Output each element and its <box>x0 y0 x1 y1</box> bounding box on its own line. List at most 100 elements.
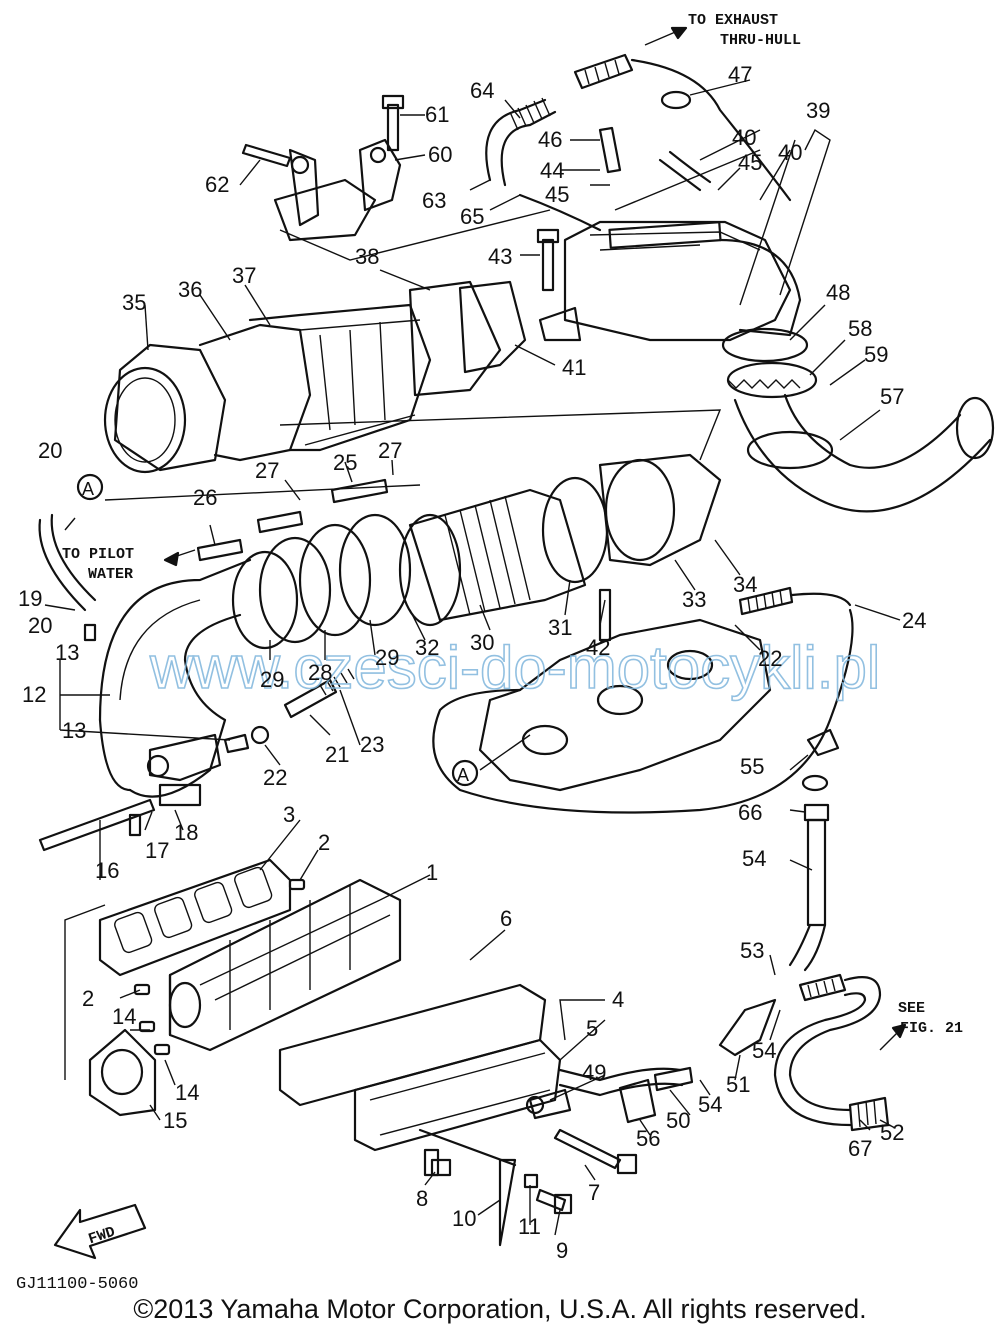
callout-label: 19 <box>18 586 42 611</box>
callout-label: 5 <box>586 1016 598 1041</box>
callout-label: 44 <box>540 158 564 183</box>
callout-label: 60 <box>428 142 452 167</box>
note-pilot-line2: WATER <box>88 566 133 583</box>
callout-label: 65 <box>460 204 484 229</box>
watermark-text: www.czesci-do-motocykli.pl <box>149 634 880 701</box>
callout-label: 56 <box>636 1126 660 1151</box>
callout-label: 14 <box>112 1004 136 1029</box>
callout-label: 16 <box>95 858 119 883</box>
callout-label: 24 <box>902 608 926 633</box>
callout-label: 55 <box>740 754 764 779</box>
exhaust-manifold <box>88 858 562 1152</box>
callout-label: 46 <box>538 127 562 152</box>
callout-label: 39 <box>806 98 830 123</box>
callout-label: 47 <box>728 62 752 87</box>
callout-label: 43 <box>488 244 512 269</box>
ref-a-upper-label: A <box>82 479 94 499</box>
callout-label: 21 <box>325 742 349 767</box>
callout-label: 22 <box>263 765 287 790</box>
callout-label: 45 <box>738 150 762 175</box>
note-see-line1: SEE <box>898 1000 925 1017</box>
callout-label: 61 <box>425 102 449 127</box>
small-pipes <box>38 478 852 719</box>
callout-label: 62 <box>205 172 229 197</box>
callout-label: 36 <box>178 277 202 302</box>
callout-label: 11 <box>518 1214 541 1239</box>
note-exhaust-line1: TO EXHAUST <box>688 12 778 29</box>
callout-label: 49 <box>582 1060 606 1085</box>
callout-label: 64 <box>470 78 494 103</box>
callout-label: 37 <box>232 263 256 288</box>
callout-label: 63 <box>422 188 446 213</box>
callout-label: 1 <box>426 860 438 885</box>
callout-label: 27 <box>378 438 402 463</box>
callout-label: 29 <box>375 645 399 670</box>
callout-label: 34 <box>733 572 757 597</box>
callout-label: 41 <box>562 355 586 380</box>
exhaust-chamber-top <box>536 220 995 513</box>
ref-a-lower: A <box>451 759 479 787</box>
copyright-notice: ©2013 Yamaha Motor Corporation, U.S.A. A… <box>133 1294 867 1324</box>
callout-label: 66 <box>738 800 762 825</box>
callout-label: 33 <box>682 587 706 612</box>
engine-head <box>432 588 854 814</box>
callout-label: 20 <box>38 438 62 463</box>
callout-label: 29 <box>260 667 284 692</box>
callout-label: 14 <box>175 1080 199 1105</box>
callout-label: 27 <box>255 458 279 483</box>
callout-label: 52 <box>880 1120 904 1145</box>
callout-label: 18 <box>174 820 198 845</box>
diagram-code: GJ11100-5060 <box>16 1275 138 1294</box>
mount-bracket <box>241 94 405 242</box>
callout-label: 42 <box>586 635 610 660</box>
callout-label: 53 <box>740 938 764 963</box>
cooling-hoses <box>525 728 890 1132</box>
callout-label: 22 <box>758 646 782 671</box>
callout-label: 51 <box>726 1072 750 1097</box>
flow-arrows <box>163 26 907 1051</box>
muffler-assembly <box>103 280 527 474</box>
callout-label: 28 <box>308 660 332 685</box>
callout-label: 40 <box>778 140 802 165</box>
callout-label: 50 <box>666 1108 690 1133</box>
callout-label: 54 <box>742 846 766 871</box>
callout-label: 20 <box>28 613 52 638</box>
callout-label: 54 <box>752 1038 776 1063</box>
fittings-left <box>38 623 270 852</box>
callout-label: 30 <box>470 630 494 655</box>
callout-label: 17 <box>145 838 169 863</box>
callout-label: 59 <box>864 342 888 367</box>
callout-label: 58 <box>848 316 872 341</box>
bolts-bottom <box>418 1128 638 1247</box>
callout-label: 13 <box>62 718 86 743</box>
callout-label: 7 <box>588 1180 600 1205</box>
callout-label: 2 <box>318 830 330 855</box>
water-hoses-top <box>485 53 792 232</box>
callout-label: 26 <box>193 485 217 510</box>
callout-label: 15 <box>163 1108 187 1133</box>
callout-label: 6 <box>500 906 512 931</box>
ref-a-lower-label: A <box>457 765 469 785</box>
callout-label: 57 <box>880 384 904 409</box>
callout-label: 12 <box>22 682 46 707</box>
callout-label: 35 <box>122 290 146 315</box>
callout-label: 2 <box>82 986 94 1011</box>
fwd-label: FWD <box>86 1224 117 1249</box>
callout-label: 4 <box>612 987 624 1012</box>
callout-label: 38 <box>355 244 379 269</box>
callout-labels: 1 2 2 3 4 5 6 7 8 9 10 11 12 13 13 14 14… <box>18 62 926 1263</box>
callout-label: 48 <box>826 280 850 305</box>
callout-label: 31 <box>548 615 572 640</box>
callout-label: 10 <box>452 1206 476 1231</box>
ref-a-upper: A <box>76 473 104 501</box>
note-see-line2: FIG. 21 <box>900 1020 963 1037</box>
callout-label: 9 <box>556 1238 568 1263</box>
note-exhaust-line2: THRU-HULL <box>720 32 801 49</box>
callout-label: 40 <box>732 125 756 150</box>
callout-label: 54 <box>698 1092 722 1117</box>
callout-label: 45 <box>545 182 569 207</box>
callout-label: 13 <box>55 640 79 665</box>
callout-label: 3 <box>283 802 295 827</box>
leader-lines <box>44 79 901 1236</box>
